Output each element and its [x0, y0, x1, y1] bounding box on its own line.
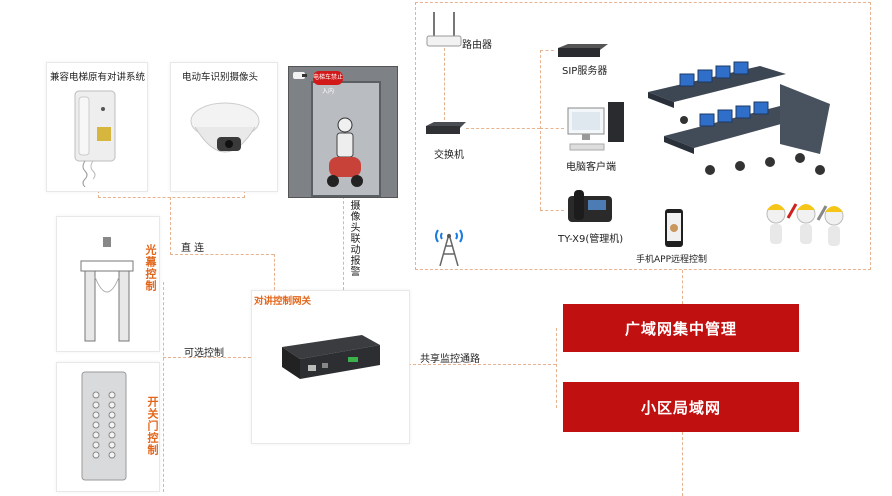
switch-label: 交换机: [434, 150, 464, 161]
elevator-intercom-label: 兼容电梯原有对讲系统: [50, 72, 146, 83]
router-label: 路由器: [462, 40, 492, 51]
connector-buttons-vertical: [556, 328, 557, 408]
connector-optional: [163, 357, 251, 358]
elevator-no-ebike-sign: 电梯车禁止入内: [313, 71, 343, 95]
ip-phone-icon: [568, 190, 612, 222]
gateway-card: 对讲控制网关: [251, 290, 410, 444]
network-switch-icon: [426, 122, 466, 134]
door-switch-label: 开关门控制: [146, 396, 159, 456]
pc-branch-line: [540, 128, 564, 129]
connector-direct-horizontal: [170, 254, 274, 255]
optional-link-label: 可选控制: [184, 348, 224, 359]
switch-branch-line: [466, 128, 540, 129]
connector-direct-down: [274, 254, 275, 290]
phone-label: TY-X9(管理机): [558, 234, 624, 245]
router-switch-line: [444, 48, 445, 120]
rider-with-scooter-icon: [327, 117, 363, 187]
light-curtain-elevator-icon: [80, 237, 134, 342]
connector-camera-down: [343, 196, 344, 290]
network-region: [415, 2, 871, 270]
elevator-cabin: [311, 81, 381, 197]
door-switch-card: [56, 362, 160, 492]
ebike-camera-card: 电动车识别摄像头: [170, 62, 278, 192]
engineer-figures-icon: [766, 203, 844, 246]
connector-top-cards: [98, 197, 245, 198]
elevator-photo: 电梯车禁止入内: [288, 66, 398, 198]
connector-direct-vertical: [170, 197, 171, 255]
gateway-device-icon: [282, 335, 380, 379]
branch-vertical-line: [540, 50, 541, 210]
gateway-title: 对讲控制网关: [254, 296, 312, 307]
phone-branch-line: [540, 210, 564, 211]
connector-top-left-drop: [98, 190, 99, 198]
smartphone-icon: [665, 209, 683, 247]
sip-server-label: SIP服务器: [562, 66, 608, 77]
elevator-intercom-card: 兼容电梯原有对讲系统: [46, 62, 148, 192]
wan-management-button[interactable]: 广域网集中管理: [563, 304, 799, 352]
camera-alarm-link-label: 摄像头联动报警: [348, 200, 359, 277]
router-icon: [426, 12, 462, 47]
pc-client-label: 电脑客户端: [566, 162, 616, 173]
signal-tower-icon: [435, 229, 463, 266]
lan-button[interactable]: 小区局域网: [563, 382, 799, 432]
control-room-icon: [648, 61, 830, 175]
light-curtain-label: 光幕控制: [144, 244, 157, 292]
connector-shared: [408, 364, 556, 365]
security-camera-icon: [293, 72, 307, 79]
intercom-handset-icon: [74, 90, 116, 187]
connector-lan-down: [682, 432, 683, 496]
connector-left-vertical: [163, 282, 164, 492]
connector-top-right-drop: [244, 190, 245, 198]
direct-link-label: 直 连: [181, 243, 205, 254]
ebike-camera-label: 电动车识别摄像头: [182, 72, 259, 83]
mobile-app-label: 手机APP远程控制: [636, 255, 708, 265]
light-curtain-card: [56, 216, 160, 352]
sip-server-icon: [558, 44, 608, 57]
connector-wan-up: [682, 270, 683, 304]
dome-camera-icon: [190, 102, 260, 153]
desktop-pc-icon: [567, 102, 624, 151]
elevator-button-panel-icon: [81, 371, 127, 481]
shared-link-label: 共享监控通路: [420, 354, 480, 365]
sip-branch-line: [540, 50, 554, 51]
